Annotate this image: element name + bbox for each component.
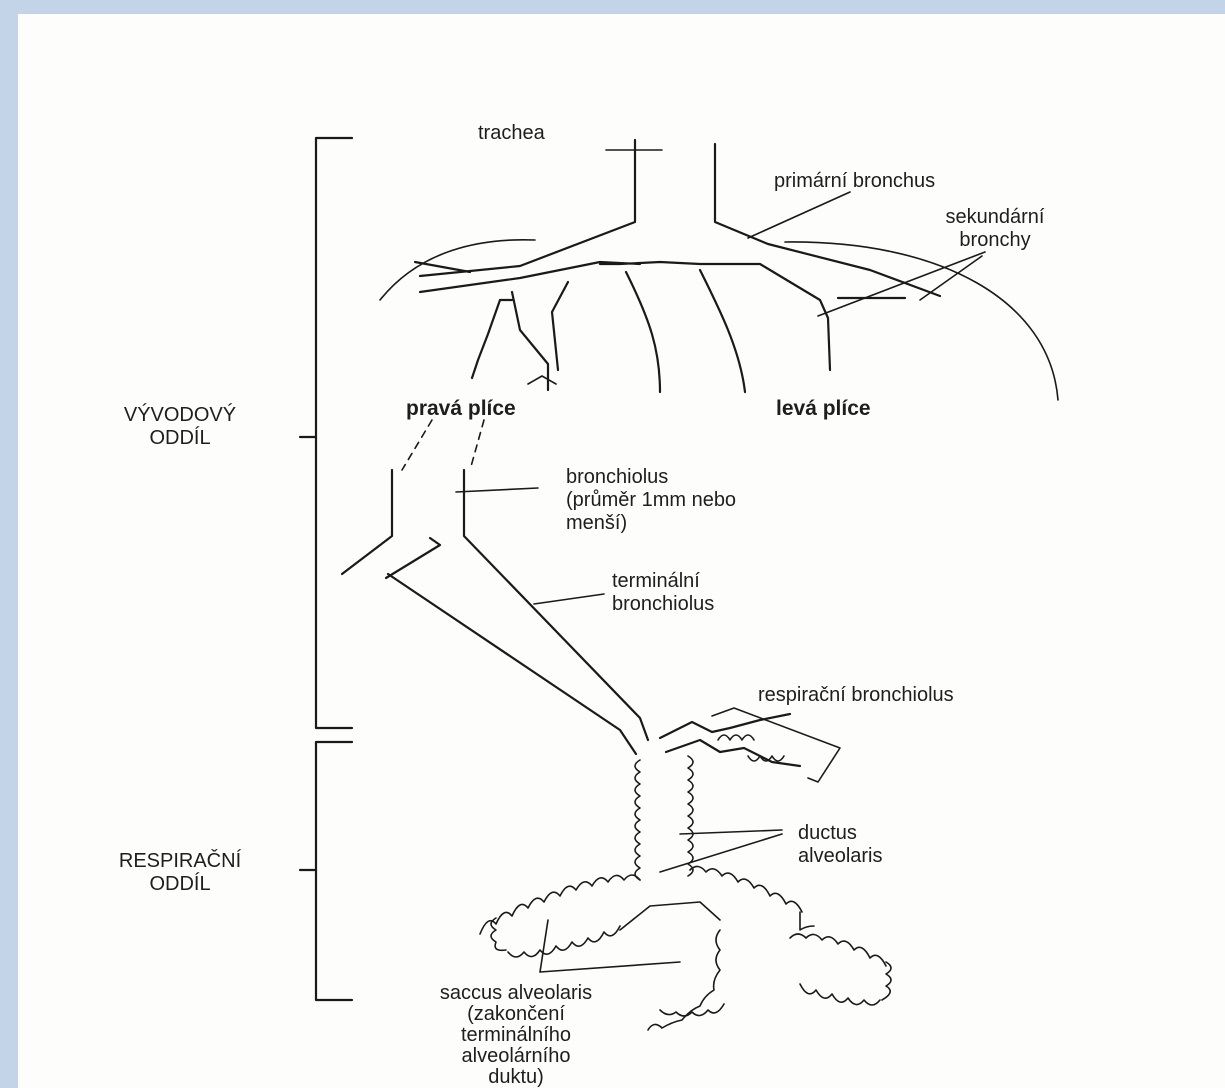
leader-ductus-1 — [680, 830, 782, 834]
leader-bronchiolus — [456, 488, 538, 492]
leader-ductus-2 — [660, 834, 782, 872]
label-saccus-alveolaris: saccus alveolaris (zakončení terminálníh… — [356, 983, 676, 1088]
right-lung-branch — [512, 292, 548, 390]
sac-left-branch-lower — [508, 926, 620, 957]
label-trachea: trachea — [478, 122, 545, 145]
respiratory-bronchiolus-lower — [666, 740, 800, 766]
terminal-bronchiolus-wall — [388, 574, 636, 754]
bronchiolus-inner — [386, 538, 440, 578]
label-left-lung: levá plíce — [776, 397, 871, 420]
sac-left-tip — [491, 918, 506, 950]
sac-lower-right-tip — [882, 962, 891, 1000]
leader-secondary-bronchi-1 — [818, 252, 985, 316]
respiratory-section-bracket — [316, 742, 352, 1000]
label-bronchiolus: bronchiolus (průměr 1mm nebo menší) — [566, 466, 736, 535]
trachea-wall-right — [715, 144, 940, 296]
label-primary-bronchus: primární bronchus — [774, 170, 935, 193]
label-conducting-section: VÝVODOVÝ ODDÍL — [82, 404, 278, 450]
label-respiratory-section: RESPIRAČNÍ ODDÍL — [72, 850, 288, 896]
label-right-lung: pravá plíce — [406, 397, 516, 420]
leader-terminal-bronchiolus — [534, 594, 604, 604]
right-lung-branch-2 — [472, 300, 512, 378]
label-secondary-bronchi: sekundární bronchy — [930, 206, 1060, 252]
sac-lower-right-lower — [800, 984, 880, 1005]
trachea-wall-left — [420, 140, 635, 276]
label-ductus-alveolaris: ductus alveolaris — [798, 822, 882, 868]
main-bronchus-split-a — [552, 282, 568, 370]
sac-right-tip — [800, 912, 814, 930]
respiratory-bronchiolus-bracket — [712, 708, 840, 782]
leader-saccus-2 — [540, 962, 680, 972]
sac-left-branch-upper — [480, 875, 640, 934]
sac-inner-fork — [620, 902, 720, 930]
right-carina — [528, 376, 556, 384]
dashed-connector-left — [402, 420, 432, 470]
dashed-connector-right — [470, 420, 484, 470]
left-lung-outline — [785, 242, 1058, 400]
lobar-curve-2 — [700, 270, 745, 392]
ductus-wall-right — [688, 756, 693, 876]
bronchiolus-wall-left — [342, 470, 392, 574]
right-lobar-arm — [790, 282, 830, 370]
label-respiratory-bronchiolus: respirační bronchiolus — [758, 684, 954, 707]
ductus-wall-left — [635, 760, 640, 880]
leader-saccus-1 — [540, 920, 548, 972]
label-terminal-bronchiolus: terminální bronchiolus — [612, 570, 714, 616]
lobar-curve-1 — [626, 272, 660, 392]
main-bronchus-left — [420, 262, 640, 292]
sac-lower-right-upper — [790, 934, 886, 966]
sac-right-branch-upper — [690, 866, 802, 912]
conducting-section-bracket — [316, 138, 352, 728]
alveolar-bumps-upper — [718, 735, 754, 740]
leader-primary-bronchus — [748, 192, 850, 238]
